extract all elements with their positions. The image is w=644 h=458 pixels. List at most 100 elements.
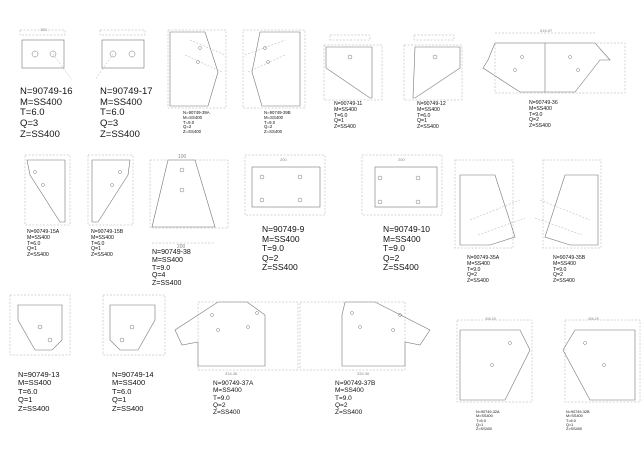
material: M=SS400 xyxy=(335,387,364,395)
part-drawing-32B: 306.25 xyxy=(562,317,641,403)
dim-bottom: 200 xyxy=(177,244,186,250)
dim-width: 200 xyxy=(398,157,405,162)
quantity: Q=2 xyxy=(529,117,539,124)
quantity: Q=1 xyxy=(27,246,37,253)
part-number: N=90749-37A xyxy=(213,380,254,387)
part-number: N=90749-17 xyxy=(100,86,153,97)
material: M=SS400 xyxy=(467,260,490,267)
part-drawing-38: 100 200 xyxy=(149,154,229,250)
thickness: T=9.0 xyxy=(553,266,567,273)
part-number: N=90749-37B xyxy=(335,380,376,387)
part-drawing-13 xyxy=(9,294,71,356)
z-spec: Z=SS400 xyxy=(262,262,298,273)
thickness: T=6.0 xyxy=(100,107,125,119)
part-drawing-16: 150 xyxy=(19,27,73,81)
thickness: T=9.0 xyxy=(152,264,171,272)
part-drawing-36: 516.57 xyxy=(482,28,626,94)
material: M=SS400 xyxy=(18,378,52,388)
material: M=SS400 xyxy=(20,96,62,108)
dim-top: 100 xyxy=(178,154,187,160)
material: M=SS400 xyxy=(100,96,142,108)
part-drawing-39B xyxy=(242,29,306,109)
z-spec: Z=SS400 xyxy=(183,129,202,135)
dim-width: 200 xyxy=(280,157,287,162)
quantity: Q=2 xyxy=(335,401,348,409)
part-number: N=90749-32B xyxy=(566,410,590,414)
quantity: Q=1 xyxy=(476,422,484,427)
material: M=SS400 xyxy=(417,106,440,113)
material: M=SS400 xyxy=(529,105,552,112)
material: M=SS400 xyxy=(262,233,300,244)
z-spec: Z=SS400 xyxy=(383,262,419,273)
z-spec: Z=SS400 xyxy=(27,252,49,259)
part-drawing-37A: 334.36 xyxy=(174,301,299,376)
thickness: T=6.0 xyxy=(476,418,486,423)
quantity: Q=2 xyxy=(383,252,400,263)
part-number: N=90749-10 xyxy=(383,224,431,234)
thickness: T=6.0 xyxy=(566,418,576,423)
quantity: Q=1 xyxy=(334,118,344,125)
part-number: N=90749-35B xyxy=(553,255,586,261)
thickness: T=6.0 xyxy=(20,107,45,119)
z-spec: Z=SS400 xyxy=(467,278,489,285)
quantity: Q=1 xyxy=(112,395,127,405)
z-spec: Z=SS400 xyxy=(112,403,144,413)
dim-width: 334.36 xyxy=(225,371,238,376)
part-number: N=90749-11 xyxy=(334,101,363,107)
part-drawing-12 xyxy=(403,34,463,101)
quantity: Q=2 xyxy=(553,272,563,279)
part-drawing-32A: 306.25 xyxy=(456,317,533,403)
part-number: N=90749-15A xyxy=(27,229,60,235)
thickness: T=6.0 xyxy=(18,386,38,396)
dim-width: 150 xyxy=(40,27,47,32)
part-number: N=90749-13 xyxy=(18,370,60,379)
part-number: N=90749-15B xyxy=(91,229,124,235)
dim-width: 306.25 xyxy=(588,317,599,321)
material: M=SS400 xyxy=(334,106,357,113)
part-number: N=90749-35A xyxy=(467,255,500,261)
quantity: Q=1 xyxy=(417,118,427,125)
z-spec: Z=SS400 xyxy=(100,128,140,140)
material: M=SS400 xyxy=(264,114,283,120)
part-number: N=90749-9 xyxy=(262,224,305,234)
thickness: T=9.0 xyxy=(262,243,284,254)
part-drawing-14 xyxy=(102,294,166,356)
z-spec: Z=SS400 xyxy=(335,409,363,417)
thickness: T=9.0 xyxy=(467,266,481,273)
part-number: N=90749-16 xyxy=(20,86,73,97)
quantity: Q=2 xyxy=(213,401,226,409)
material: M=SS400 xyxy=(183,114,202,120)
z-spec: Z=SS400 xyxy=(476,427,492,431)
material: M=SS400 xyxy=(383,233,421,244)
part-drawing-11 xyxy=(323,34,383,101)
part-number: N=90749-14 xyxy=(112,370,154,379)
thickness: T=6.0 xyxy=(112,386,132,396)
material: M=SS400 xyxy=(112,378,146,388)
part-number: N=90749-36 xyxy=(529,100,558,106)
quantity: Q=3 xyxy=(20,117,39,129)
dim-width: 516.57 xyxy=(540,28,553,33)
z-spec: Z=SS400 xyxy=(417,124,439,131)
z-spec: Z=SS400 xyxy=(91,252,113,259)
part-drawing-37B: 334.36 xyxy=(299,301,431,376)
part-drawing-10: 200 xyxy=(361,154,443,216)
thickness: T=9.0 xyxy=(213,394,230,402)
material: M=SS400 xyxy=(27,234,50,241)
quantity: Q=2 xyxy=(183,124,192,130)
material: M=SS400 xyxy=(152,256,183,264)
